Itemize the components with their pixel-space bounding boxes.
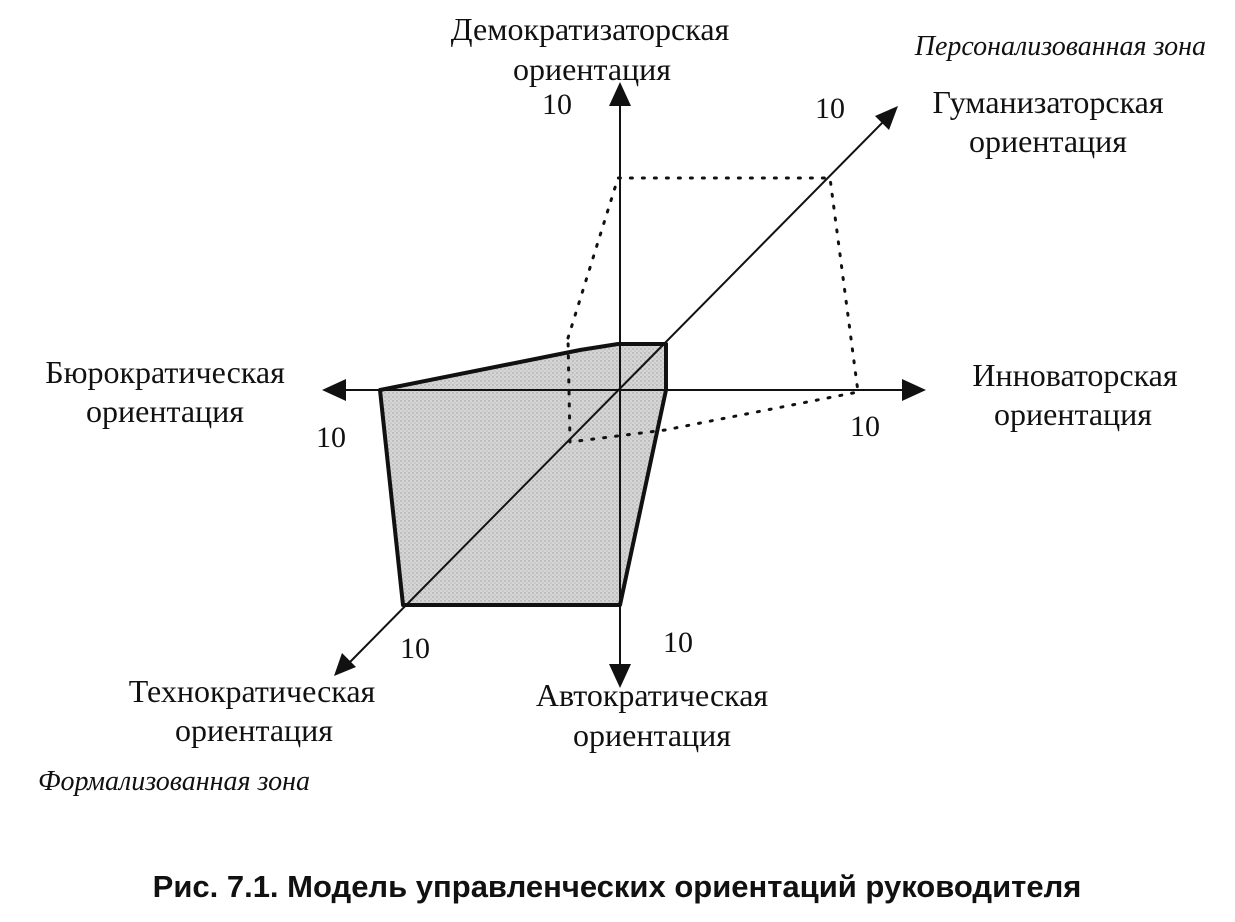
bureaucratic-label-line1: Бюрократическая: [45, 354, 285, 390]
autocratic-label-line2: ориентация: [573, 717, 731, 753]
arrow-down-icon: [609, 664, 631, 688]
arrow-left-icon: [322, 379, 346, 401]
arrow-down-left-icon: [334, 653, 356, 676]
technocratic-label-line1: Технократическая: [129, 673, 376, 709]
innovative-tick: 10: [850, 410, 880, 443]
dotted-outline: [566, 176, 860, 444]
democratic-label-line1: Демократизаторская: [451, 11, 730, 47]
arrow-up-right-icon: [875, 106, 898, 130]
arrow-up-icon: [609, 82, 631, 106]
profile-polygon: [378, 342, 668, 607]
humanistic-label-line2: ориентация: [969, 123, 1127, 159]
autocratic-tick: 10: [663, 626, 693, 659]
innovative-label-line1: Инноваторская: [972, 357, 1177, 393]
humanistic-label-line1: Гуманизаторская: [932, 84, 1163, 120]
humanistic-tick: 10: [815, 92, 845, 125]
figure-caption: Рис. 7.1. Модель управленческих ориентац…: [153, 869, 1082, 904]
democratic-label-line2: ориентация: [513, 51, 671, 87]
autocratic-label-line1: Автократическая: [536, 677, 769, 713]
personalized-zone-label: Персонализованная зона: [914, 31, 1206, 62]
bureaucratic-tick: 10: [316, 421, 346, 454]
technocratic-label-line2: ориентация: [175, 712, 333, 748]
technocratic-tick: 10: [400, 632, 430, 665]
bureaucratic-label-line2: ориентация: [86, 393, 244, 429]
formalized-zone-label: Формализованная зона: [38, 766, 310, 797]
diagonal-axis: [349, 119, 886, 663]
innovative-label-line2: ориентация: [994, 396, 1152, 432]
democratic-tick: 10: [542, 88, 572, 121]
arrow-right-icon: [902, 379, 926, 401]
